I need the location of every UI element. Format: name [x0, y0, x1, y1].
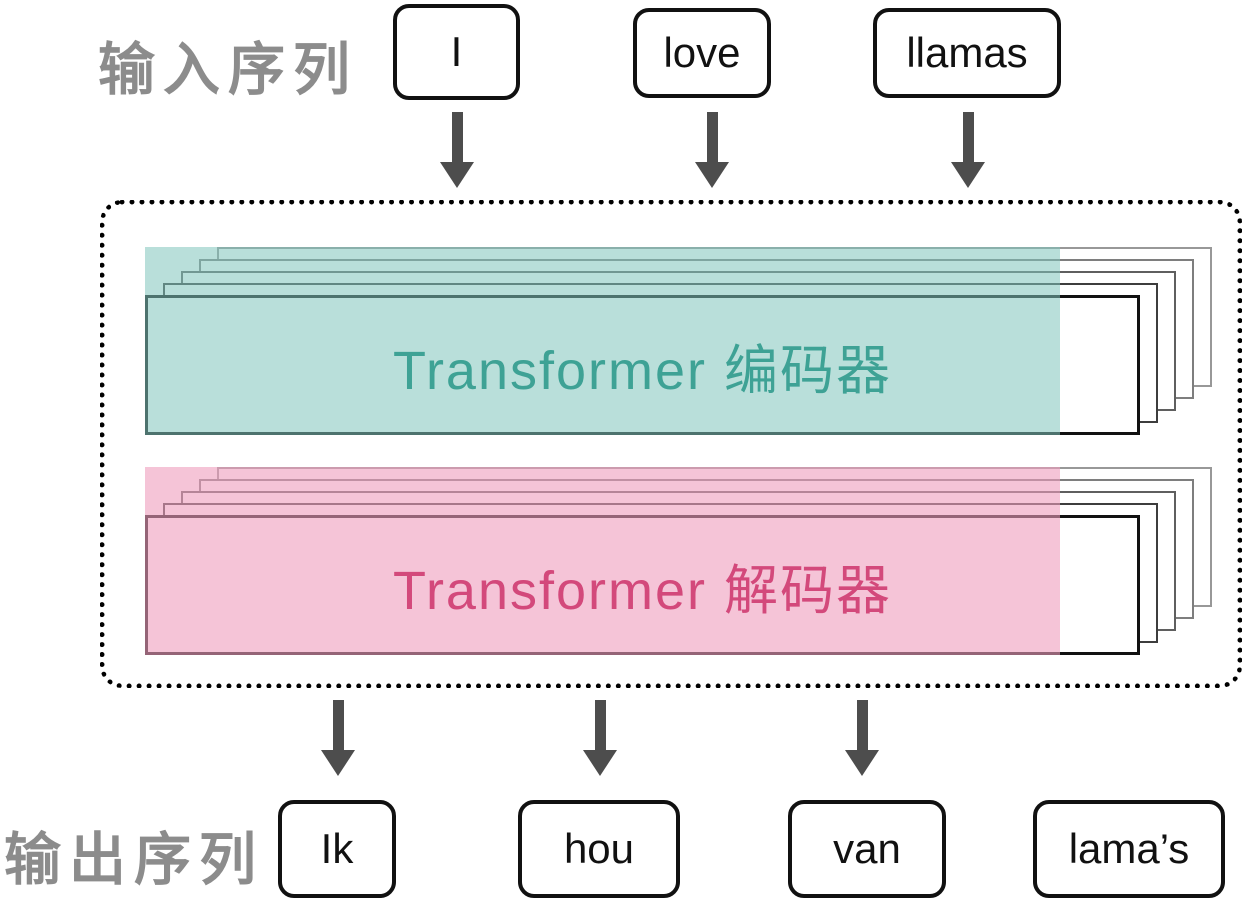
output-token-box: hou — [518, 800, 680, 898]
arrow-shaft — [856, 700, 868, 750]
down-arrow — [695, 112, 729, 188]
input-token-box: love — [633, 8, 771, 98]
down-arrow — [845, 700, 879, 776]
output-token-box: lama’s — [1033, 800, 1225, 898]
output-token-box: van — [788, 800, 946, 898]
arrow-shaft — [594, 700, 606, 750]
input-token-box: I — [393, 4, 520, 100]
input-sequence-label: 输入序列 — [98, 38, 358, 102]
encoder-label: Transformer 编码器 — [392, 340, 893, 401]
output-token-box: Ik — [278, 800, 396, 898]
arrow-head — [440, 162, 474, 188]
arrow-head — [845, 750, 879, 776]
down-arrow — [583, 700, 617, 776]
decoder-label: Transformer 解码器 — [392, 560, 893, 621]
arrow-shaft — [706, 112, 718, 162]
output-sequence-label: 输出序列 — [4, 828, 264, 892]
arrow-head — [583, 750, 617, 776]
arrow-shaft — [962, 112, 974, 162]
model-container — [100, 200, 1242, 688]
down-arrow — [321, 700, 355, 776]
arrow-shaft — [451, 112, 463, 162]
down-arrow — [440, 112, 474, 188]
input-token-box: llamas — [873, 8, 1061, 98]
arrow-shaft — [332, 700, 344, 750]
arrow-head — [951, 162, 985, 188]
arrow-head — [695, 162, 729, 188]
down-arrow — [951, 112, 985, 188]
arrow-head — [321, 750, 355, 776]
